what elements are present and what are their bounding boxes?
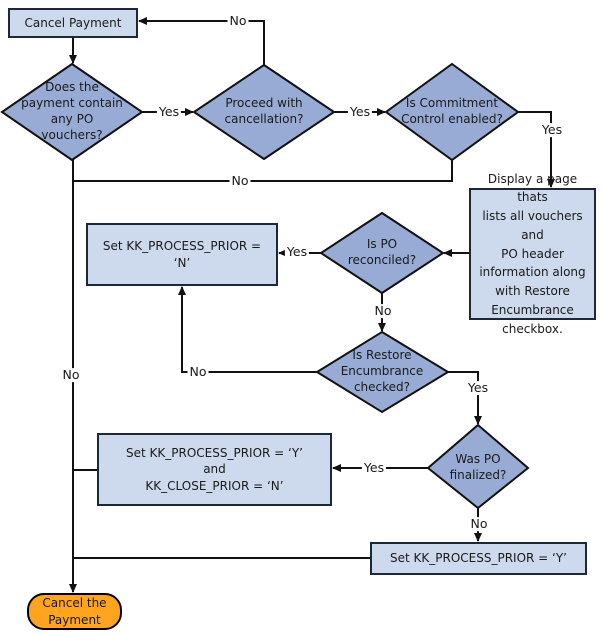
decision-shape-po-reconciled <box>319 211 445 295</box>
edge-label-yes-proceed: Yes <box>347 104 373 120</box>
edge-label-no-reconciled: No <box>372 303 394 319</box>
edge-commitment-no-mainline <box>73 160 453 182</box>
edge-commitment-yes-display <box>518 111 555 188</box>
edge-label-yes-commitment: Yes <box>539 122 565 138</box>
edge-proceed-no-start <box>138 17 265 65</box>
decision-shape-proceed <box>192 63 336 161</box>
node-display-page: Display a page thats lists all vouchers … <box>469 172 596 336</box>
edge-label-yes-vouchers: Yes <box>156 104 182 120</box>
edge-label-yes-restore: Yes <box>465 380 491 396</box>
node-cancel-the-payment-end: Cancel the Payment <box>27 593 122 630</box>
edge-label-no-mainline: No <box>60 367 82 383</box>
node-cancel-payment-start: Cancel Payment <box>8 8 138 38</box>
edge-label-no-restore: No <box>187 364 209 380</box>
edge-label-no-commitment: No <box>229 173 251 189</box>
decision-shape-po-vouchers <box>0 62 144 162</box>
decision-shape-restore-encumbrance <box>315 330 450 414</box>
edge-restore-yes-finalized <box>448 371 482 425</box>
decision-shape-was-finalized <box>426 423 530 510</box>
node-set-kk-process-prior-n: Set KK_PROCESS_PRIOR = ‘N’ <box>86 223 278 286</box>
edge-label-no-proceed-to-start: No <box>227 13 249 29</box>
edge-label-yes-finalized: Yes <box>361 460 387 476</box>
decision-shape-commitment <box>384 62 520 162</box>
edge-label-yes-reconciled: Yes <box>284 244 310 260</box>
node-set-kk-process-prior-y-close-n: Set KK_PROCESS_PRIOR = ‘Y’ and KK_CLOSE_… <box>97 433 332 506</box>
node-set-kk-process-prior-y: Set KK_PROCESS_PRIOR = ‘Y’ <box>370 542 587 575</box>
edge-label-no-finalized: No <box>468 516 490 532</box>
edge-restore-no-setn <box>178 286 317 373</box>
